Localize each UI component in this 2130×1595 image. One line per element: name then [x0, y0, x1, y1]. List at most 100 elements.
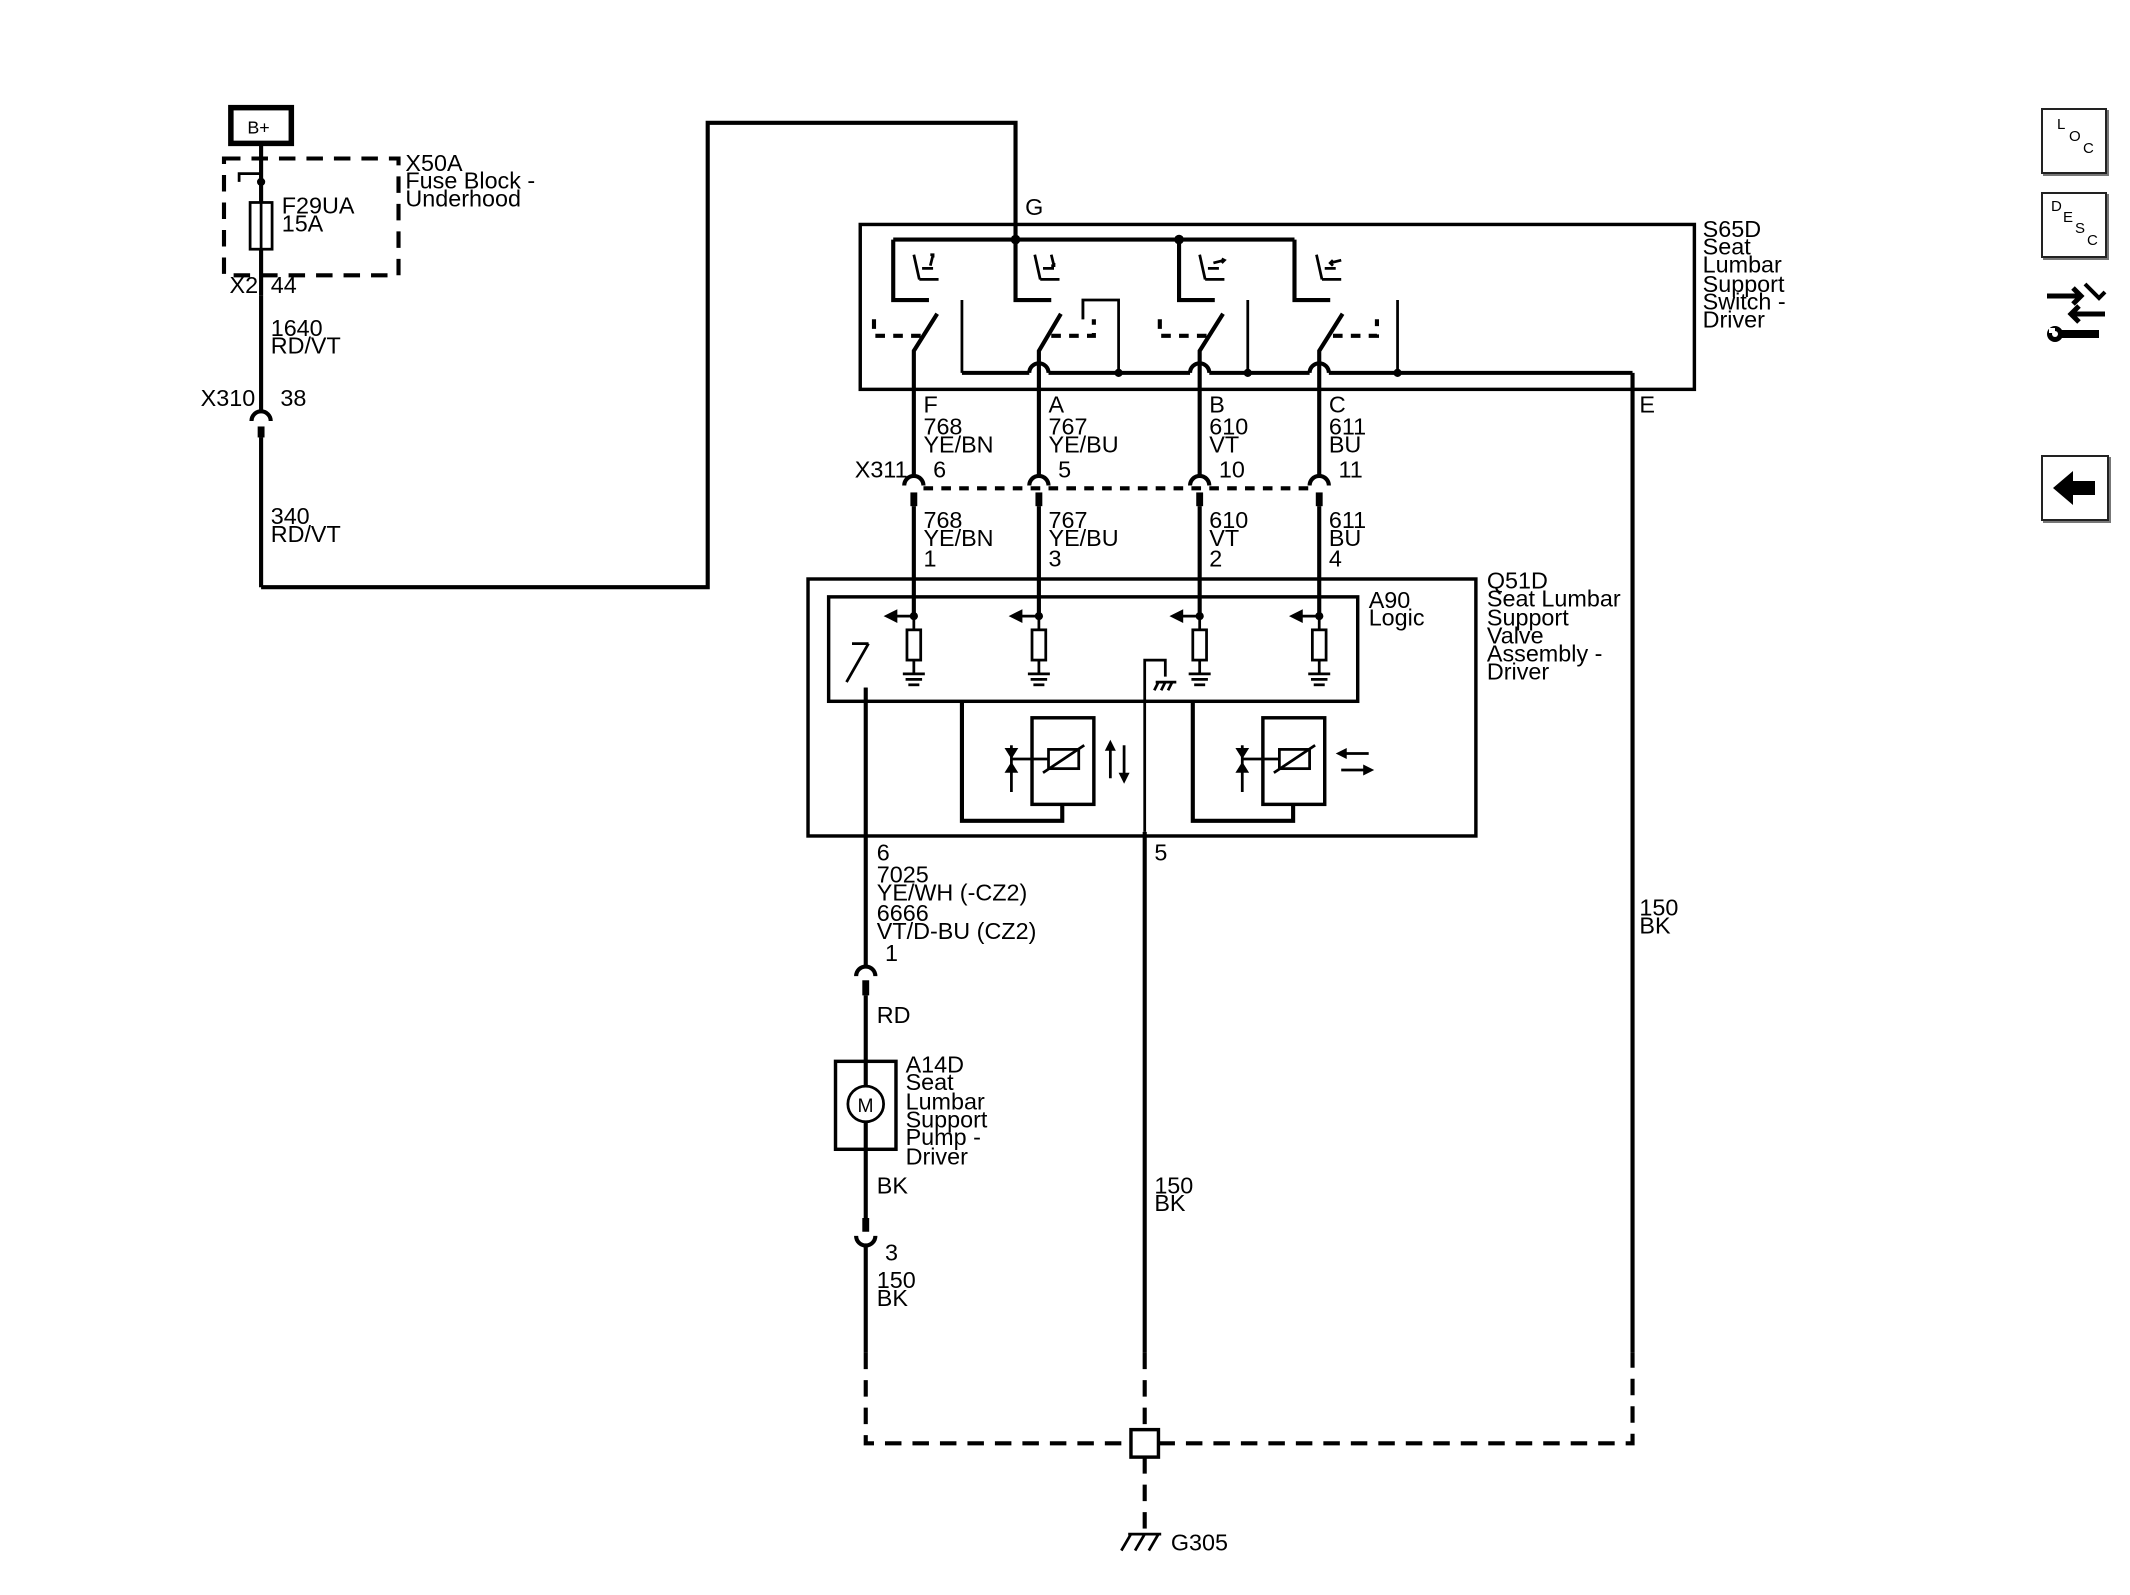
- valve-name-1: Seat Lumbar: [1487, 585, 1621, 611]
- fuse-rating: 15A: [282, 210, 324, 236]
- wire-340-circuit: 340: [271, 503, 310, 529]
- wire-150-pump-circuit: 150: [877, 1267, 916, 1293]
- pump-motor: M: [833, 1059, 898, 1152]
- switch-name-3: Support: [1703, 271, 1785, 297]
- pump-feed-circuit-1: 7025: [877, 862, 929, 888]
- connector-x310: [249, 295, 273, 438]
- ground-id: G305: [1171, 1530, 1228, 1556]
- wire-1640-circuit: 1640: [271, 315, 323, 341]
- x311-id: X311: [855, 456, 908, 482]
- wire-768-color-upper: YE/BN: [923, 432, 993, 458]
- wire-768-color-lower: YE/BN: [923, 525, 993, 551]
- loc-letter-l: L: [2057, 116, 2066, 133]
- wire-feed-to-switch: [261, 120, 1018, 590]
- pump-feed-circuit-2: 6666: [877, 900, 929, 926]
- fuse-block-connector: X2: [229, 272, 258, 298]
- pump-name-3: Support: [906, 1106, 988, 1132]
- valve-pin-2: 2: [1209, 546, 1222, 572]
- valve-name-5: Driver: [1487, 658, 1550, 684]
- pump-name-2: Lumbar: [906, 1088, 985, 1114]
- wire-768-circuit-upper: 768: [923, 414, 962, 440]
- valve-pin-1: 1: [923, 546, 936, 572]
- fuse-block-name-2: Underhood: [405, 186, 521, 212]
- logic-id: A90: [1369, 587, 1411, 613]
- wire-611-circuit-upper: 611: [1329, 414, 1366, 440]
- wire-610-circuit-lower: 610: [1209, 507, 1248, 533]
- ground-splice: [863, 1352, 1635, 1535]
- fuse-block-pin: 44: [271, 272, 297, 298]
- pump-feed-color-2: VT/D-BU (CZ2): [877, 918, 1037, 944]
- x311-pin-11: 11: [1338, 456, 1362, 482]
- pump-name-4: Pump -: [906, 1124, 981, 1150]
- loc-letter-o: O: [2069, 128, 2081, 145]
- power-source: B+: [228, 104, 295, 147]
- loc-button[interactable]: L O C: [2041, 108, 2107, 174]
- wire-610-color-upper: VT: [1209, 432, 1239, 458]
- wire-611-color-upper: BU: [1329, 432, 1361, 458]
- back-button[interactable]: [2041, 455, 2109, 521]
- seat-lumbar-icons: [912, 253, 1342, 281]
- pump-feed-connector: [854, 964, 878, 996]
- switch-pin-g: G: [1025, 194, 1043, 220]
- desc-button[interactable]: D E S C: [2041, 192, 2107, 258]
- fuse-block-id: X50A: [405, 150, 463, 176]
- valve-pin-4: 4: [1329, 546, 1342, 572]
- switch-name-4: Switch -: [1703, 289, 1786, 315]
- wire-768-circuit-lower: 768: [923, 507, 962, 533]
- pump-lead-color: BK: [877, 1172, 909, 1198]
- pump-feed-connector-pin: 1: [885, 940, 898, 966]
- pump-ground-connector: [854, 1218, 878, 1248]
- wire-611-color-lower: BU: [1329, 525, 1361, 551]
- wire-1640-color: RD/VT: [271, 333, 341, 359]
- valve-id: Q51D: [1487, 568, 1548, 594]
- switch-name-1: Seat: [1703, 234, 1752, 260]
- wire-150-valve-color: BK: [1154, 1190, 1186, 1216]
- switch-pin-b: B: [1209, 392, 1225, 418]
- pump-name-5: Driver: [906, 1143, 969, 1169]
- pump-motor-symbol: M: [857, 1096, 873, 1117]
- switch-name-5: Driver: [1703, 307, 1766, 333]
- x310-id: X310: [201, 385, 256, 411]
- desc-letter-d: D: [2051, 198, 2062, 215]
- wire-610-circuit-upper: 610: [1209, 414, 1248, 440]
- wire-340-color: RD/VT: [271, 521, 341, 547]
- wire-611-circuit-lower: 611: [1329, 507, 1366, 533]
- switch-pin-c: C: [1329, 392, 1346, 418]
- wire-767-color-upper: YE/BU: [1049, 432, 1119, 458]
- fuse-block-outline: [221, 156, 401, 278]
- switch-pin-f: F: [923, 392, 937, 418]
- pump-feed-lead-color: RD: [877, 1002, 911, 1028]
- x311-pin-6: 6: [933, 456, 946, 482]
- switch-contacts: [871, 298, 1633, 390]
- wire-150-valve-circuit: 150: [1154, 1172, 1193, 1198]
- ground-symbol: [1120, 1532, 1162, 1552]
- connector-tool-icon[interactable]: [2041, 278, 2111, 352]
- wire-767-color-lower: YE/BU: [1049, 525, 1119, 551]
- pump-feed-color-1: YE/WH (-CZ2): [877, 880, 1028, 906]
- power-label: B+: [247, 118, 269, 138]
- wire-767-circuit-lower: 767: [1049, 507, 1088, 533]
- valve-pin-6: 6: [877, 840, 890, 866]
- logic-inputs: [845, 609, 1331, 832]
- valve-name-3: Valve: [1487, 623, 1544, 649]
- x311-pin-5: 5: [1058, 456, 1071, 482]
- fuse-block-name-1: Fuse Block -: [405, 168, 535, 194]
- valve-pin-3: 3: [1049, 546, 1062, 572]
- valve-pin-5: 5: [1154, 840, 1167, 866]
- solenoid-valve-1: [959, 701, 1130, 823]
- desc-letter-e: E: [2063, 209, 2074, 226]
- logic-label: Logic: [1369, 605, 1425, 631]
- valve-assembly-outline: [806, 577, 1478, 838]
- switch-pin-e: E: [1639, 392, 1655, 418]
- pump-ground-connector-pin: 3: [885, 1240, 898, 1266]
- switch-name-2: Lumbar: [1703, 252, 1782, 278]
- x311-pin-10: 10: [1219, 456, 1245, 482]
- wire-150-switch-circuit: 150: [1639, 895, 1678, 921]
- pump-name-1: Seat: [906, 1069, 955, 1095]
- pump-id: A14D: [906, 1051, 964, 1077]
- switch-id: S65D: [1703, 216, 1761, 242]
- switch-pin-a: A: [1049, 392, 1065, 418]
- wire-150-switch-color: BK: [1639, 913, 1671, 939]
- desc-letter-s: S: [2075, 220, 2086, 237]
